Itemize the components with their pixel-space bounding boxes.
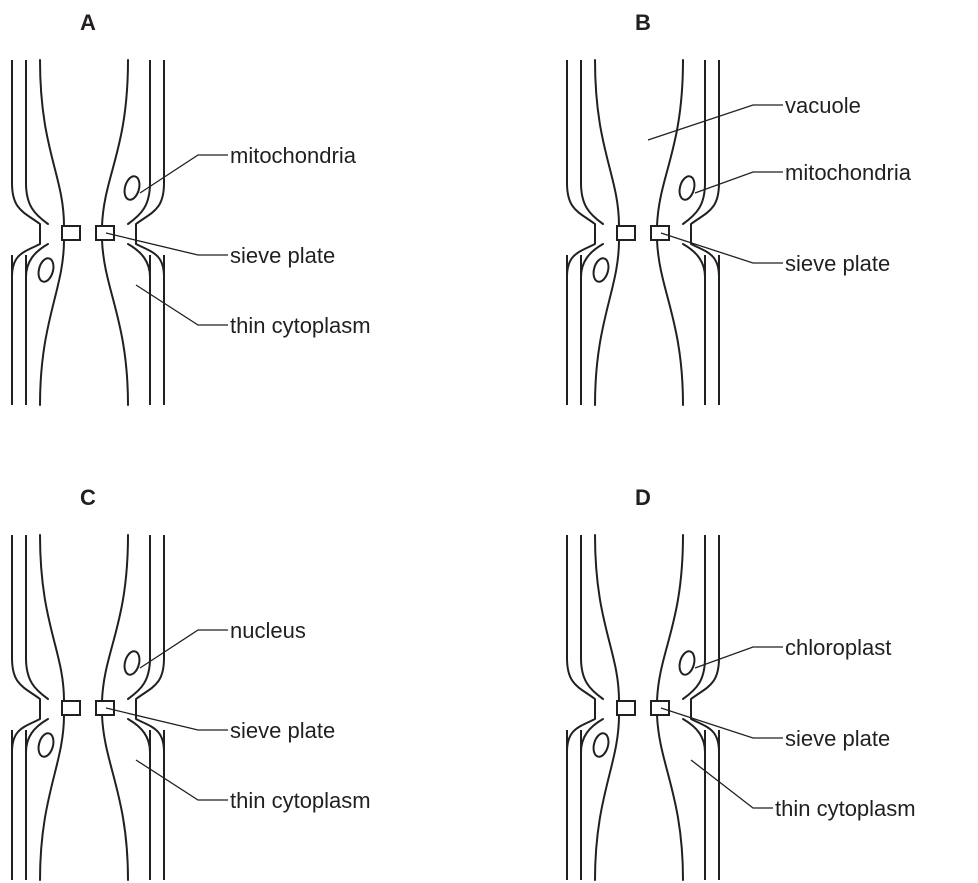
label-a-3: thin cytoplasm bbox=[230, 313, 371, 338]
label-c-2: sieve plate bbox=[230, 718, 335, 743]
leader-b-1 bbox=[648, 105, 783, 140]
label-a-2: sieve plate bbox=[230, 243, 335, 268]
panel-letter-d: D bbox=[635, 485, 651, 510]
label-c-1: nucleus bbox=[230, 618, 306, 643]
label-b-1: vacuole bbox=[785, 93, 861, 118]
sieve-tube-drawing-a bbox=[9, 60, 167, 405]
sieve-tube-drawing-d bbox=[564, 535, 722, 880]
panel-c: C nucleus sieve plate thin cytoplasm bbox=[9, 485, 371, 880]
label-d-2: sieve plate bbox=[785, 726, 890, 751]
label-a-1: mitochondria bbox=[230, 143, 357, 168]
sieve-tube-drawing-b bbox=[564, 60, 722, 405]
label-d-1: chloroplast bbox=[785, 635, 891, 660]
panel-d: D chloroplast sieve plate thin cytoplasm bbox=[564, 485, 916, 880]
label-b-3: sieve plate bbox=[785, 251, 890, 276]
panel-letter-c: C bbox=[80, 485, 96, 510]
label-c-3: thin cytoplasm bbox=[230, 788, 371, 813]
label-b-2: mitochondria bbox=[785, 160, 912, 185]
panel-a: A mitochondria sieve plate thin cytoplas… bbox=[9, 10, 371, 405]
panel-letter-a: A bbox=[80, 10, 96, 35]
panel-letter-b: B bbox=[635, 10, 651, 35]
leader-d-3 bbox=[691, 760, 773, 808]
sieve-tube-drawing-c bbox=[9, 535, 167, 880]
label-d-3: thin cytoplasm bbox=[775, 796, 916, 821]
panel-b: B vacuole mitochondria sieve plate bbox=[564, 10, 912, 405]
